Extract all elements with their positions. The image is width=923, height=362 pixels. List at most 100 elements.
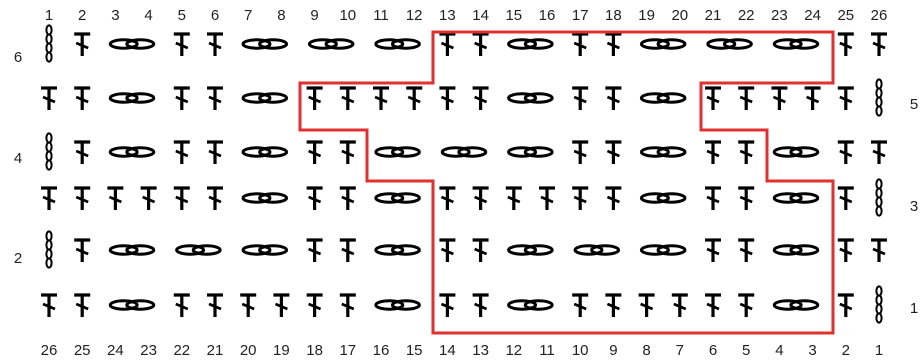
double-crochet-stitch	[306, 86, 323, 110]
chain-stitch	[374, 38, 405, 50]
column-number: 19	[638, 7, 655, 24]
chain-stitch	[639, 92, 670, 104]
chain-stitch	[772, 192, 803, 204]
chain-stitch	[241, 146, 272, 158]
row-label: 5	[910, 96, 918, 113]
column-number: 9	[609, 342, 617, 359]
double-crochet-stitch	[472, 32, 489, 56]
double-crochet-stitch	[439, 86, 456, 110]
column-number: 22	[173, 342, 190, 359]
double-crochet-stitch	[605, 186, 622, 210]
chain-stitch	[324, 38, 355, 50]
chain-stitch	[258, 92, 289, 104]
row-label: 4	[14, 150, 22, 167]
double-crochet-stitch	[572, 293, 589, 317]
column-number: 9	[310, 7, 318, 24]
chain-stitch	[656, 192, 687, 204]
double-crochet-stitch	[837, 140, 854, 164]
double-crochet-stitch	[705, 293, 721, 317]
column-number: 10	[572, 342, 589, 359]
double-crochet-stitch	[605, 86, 622, 110]
column-number: 14	[439, 342, 456, 359]
column-number: 21	[207, 342, 224, 359]
column-number: 11	[539, 342, 555, 359]
column-number: 26	[871, 7, 888, 24]
chain-stitch	[307, 38, 338, 50]
chain-stitch	[789, 299, 820, 311]
double-crochet-stitch	[74, 238, 91, 262]
double-crochet-stitch	[41, 293, 57, 317]
column-number: 10	[339, 7, 356, 24]
chain-stitch	[789, 192, 820, 204]
double-crochet-stitch	[306, 140, 323, 164]
column-number: 7	[676, 342, 684, 359]
chain-stitch	[241, 244, 272, 256]
chain-stitch	[706, 38, 737, 50]
chain-stitch	[241, 38, 272, 50]
column-number: 2	[842, 342, 850, 359]
column-number: 23	[771, 7, 788, 24]
chain-stitch	[258, 192, 289, 204]
column-number: 4	[775, 342, 783, 359]
double-crochet-stitch	[41, 186, 57, 210]
double-crochet-stitch	[738, 186, 755, 210]
column-number: 7	[244, 7, 252, 24]
column-number: 16	[373, 342, 390, 359]
double-crochet-stitch	[339, 186, 356, 210]
chain-stitch	[772, 244, 803, 256]
double-crochet-stitch	[472, 86, 489, 110]
column-number: 21	[705, 7, 722, 24]
double-crochet-stitch	[472, 186, 489, 210]
chain-stitch	[258, 244, 289, 256]
double-crochet-stitch	[439, 186, 456, 210]
double-crochet-stitch	[373, 86, 389, 110]
double-crochet-stitch	[41, 86, 57, 110]
column-number: 8	[277, 7, 285, 24]
column-number: 17	[339, 342, 356, 359]
column-number: 20	[240, 342, 257, 359]
column-number: 24	[804, 7, 821, 24]
double-crochet-stitch	[207, 86, 223, 110]
row-label: 2	[14, 250, 22, 267]
double-crochet-stitch	[74, 140, 91, 164]
column-number: 11	[373, 7, 389, 24]
double-crochet-stitch	[871, 32, 887, 56]
double-crochet-stitch	[837, 293, 854, 317]
chain-stitch	[374, 146, 405, 158]
chain-stitch	[639, 192, 670, 204]
double-crochet-stitch	[705, 186, 721, 210]
chain-stitch	[258, 38, 289, 50]
double-crochet-stitch	[107, 186, 124, 210]
chain-stitch	[108, 146, 139, 158]
column-number: 1	[875, 342, 883, 359]
double-crochet-stitch	[439, 238, 456, 262]
double-crochet-stitch	[705, 140, 721, 164]
chain-stitch	[191, 244, 222, 256]
double-crochet-stitch	[207, 186, 223, 210]
chain-stitch	[390, 38, 421, 50]
double-crochet-stitch	[74, 186, 91, 210]
chain-stitch	[108, 244, 139, 256]
column-number: 5	[742, 342, 750, 359]
double-crochet-stitch	[173, 140, 190, 164]
double-crochet-stitch	[738, 86, 755, 110]
chain-stitch	[656, 244, 687, 256]
chain-stitch	[390, 192, 421, 204]
double-crochet-stitch	[306, 293, 323, 317]
chain-stitch	[523, 92, 554, 104]
column-number: 1	[45, 7, 53, 24]
turning-chain	[45, 132, 53, 171]
double-crochet-stitch	[871, 140, 887, 164]
chain-stitch	[175, 244, 206, 256]
chain-stitch	[639, 146, 670, 158]
chain-stitch	[241, 92, 272, 104]
column-number: 20	[671, 7, 688, 24]
chain-stitch	[523, 146, 554, 158]
double-crochet-stitch	[140, 186, 157, 210]
double-crochet-stitch	[871, 238, 887, 262]
chain-stitch	[507, 146, 538, 158]
stitch-grid	[41, 24, 887, 324]
